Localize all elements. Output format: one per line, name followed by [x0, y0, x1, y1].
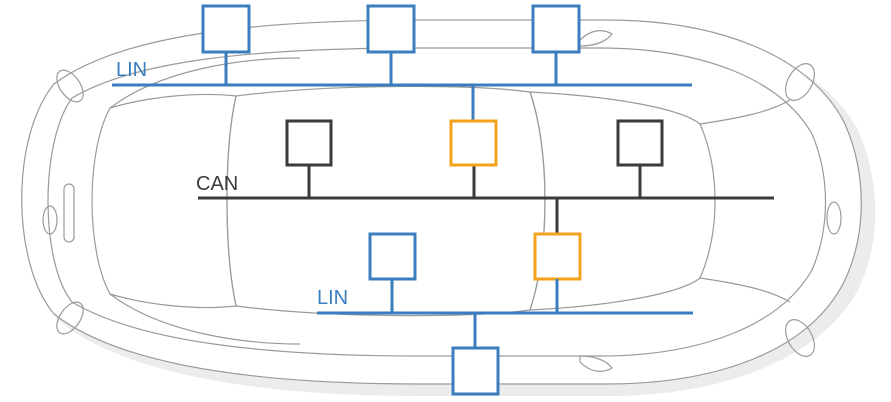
car-body [21, 19, 876, 396]
front-grille [63, 183, 75, 243]
lin-bus-top [112, 4, 692, 121]
lin-bottom-label: LIN [317, 287, 348, 309]
a-pillar-bottom [109, 293, 301, 345]
gateway-bottom [533, 232, 582, 281]
headlight-bottom [56, 301, 84, 335]
can-node-3 [616, 119, 664, 167]
lin-bus-bottom [317, 232, 693, 396]
lin-node-bottom-1 [368, 232, 417, 281]
front-sensor [42, 205, 58, 235]
lin-node-bottom-2 [451, 346, 500, 396]
can-node-1 [285, 119, 333, 167]
a-pillar-top [109, 57, 301, 109]
lin-node-top-1 [201, 4, 251, 54]
lin-top-label: LIN [116, 59, 147, 81]
lin-node-top-3 [531, 4, 581, 54]
gateway-top [449, 119, 498, 167]
taillight-bottom [784, 319, 816, 357]
headlight-top [56, 69, 84, 103]
can-bus [198, 119, 774, 234]
c-pillar-bottom [699, 277, 791, 303]
mirror-top [579, 30, 613, 47]
car-outline [21, 19, 862, 385]
can-label: CAN [196, 173, 238, 195]
c-pillar-top [699, 99, 791, 125]
taillight-top [784, 63, 816, 101]
mirror-bottom [579, 355, 613, 372]
rear-sensor [826, 201, 842, 235]
lin-node-top-2 [366, 4, 416, 54]
gateways [449, 119, 582, 281]
